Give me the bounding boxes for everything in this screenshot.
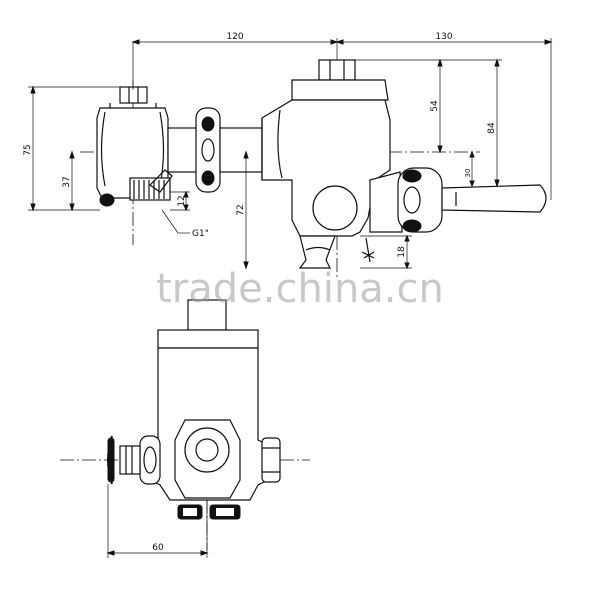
dim-120-label: 120 (226, 32, 243, 42)
dim-30-label: 30 (464, 169, 472, 178)
dim-130-label: 130 (435, 32, 452, 42)
top-cap-nut (318, 59, 356, 81)
outlet-port (312, 185, 358, 231)
dim-54: 54 (355, 58, 445, 154)
outlet-spout (298, 235, 336, 269)
dim-60-label: 60 (152, 543, 164, 553)
plan-top-cap (157, 329, 259, 349)
inlet-thread (129, 177, 171, 201)
inlet-plug (99, 193, 115, 207)
dim-12: 12 (170, 190, 190, 212)
thread-label: G1" (192, 229, 209, 239)
side-elevation-view: 120 130 75 37 12 (23, 32, 553, 280)
dim-75: 75 (23, 85, 120, 212)
handle-assembly (369, 167, 547, 233)
plan-outlet-inner (195, 438, 219, 462)
dim-37: 37 (62, 150, 75, 212)
dim-72-label: 72 (236, 204, 246, 215)
dim-84-label: 84 (487, 122, 497, 134)
flush-lever (441, 184, 547, 213)
dim-top-horizontal: 120 130 (131, 32, 553, 200)
dim-18: 18 (360, 234, 412, 270)
dim-84: 84 (445, 58, 502, 188)
valve-body (261, 59, 391, 269)
connecting-pipe (167, 107, 263, 193)
dim-30: 30 (464, 150, 475, 188)
dim-37-label: 37 (62, 176, 72, 187)
watermark-text: trade.china.cn (156, 266, 444, 312)
dim-72: 72 (236, 150, 249, 270)
top-cap (291, 79, 389, 101)
plan-top-stem (187, 299, 227, 331)
dim-12-label: 12 (177, 195, 187, 206)
inlet-fitting (96, 86, 173, 207)
dim-60: 60 (106, 484, 209, 558)
plan-right-fitting (261, 437, 281, 483)
dim-54-label: 54 (430, 100, 440, 112)
inlet-hex-nut (119, 86, 148, 104)
thread-callout: G1" (161, 209, 209, 239)
dim-75-label: 75 (23, 144, 33, 155)
main-body (261, 99, 391, 237)
dim-18-label: 18 (397, 246, 407, 258)
plan-view: 60 (60, 299, 310, 558)
